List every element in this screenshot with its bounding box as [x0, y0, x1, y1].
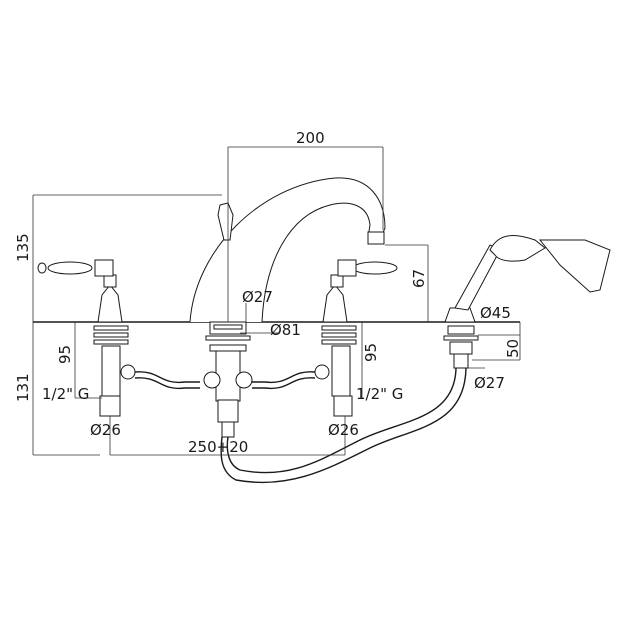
dim-thread-right: 1/2" G	[356, 385, 403, 403]
dim-shower-holder-diameter: Ø45	[480, 304, 511, 322]
left-valve	[37, 259, 200, 417]
dim-thread-left: 1/2" G	[42, 385, 89, 403]
dim-valve-depth-left: 95	[56, 345, 74, 364]
dim-center-spread: 250+20	[188, 438, 248, 456]
dim-valve-diameter-right: Ø26	[328, 421, 359, 439]
dim-spout-spread: 200	[296, 129, 325, 147]
dim-total-height: 135	[14, 233, 32, 262]
dim-shower-outlet-diameter: Ø27	[474, 374, 505, 392]
dim-spout-height: 67	[410, 269, 428, 288]
dim-valve-diameter-left: Ø26	[90, 421, 121, 439]
dim-spout-diameter: Ø27	[242, 288, 273, 306]
dim-base-diameter: Ø81	[270, 321, 301, 339]
right-valve	[252, 259, 398, 417]
dim-valve-depth-right: 95	[362, 343, 380, 362]
dim-shower-holder-depth: 50	[504, 339, 522, 358]
dimension-lines	[32, 146, 521, 456]
dim-under-deck: 131	[14, 373, 32, 402]
hand-shower	[220, 235, 611, 484]
spout	[189, 177, 386, 438]
